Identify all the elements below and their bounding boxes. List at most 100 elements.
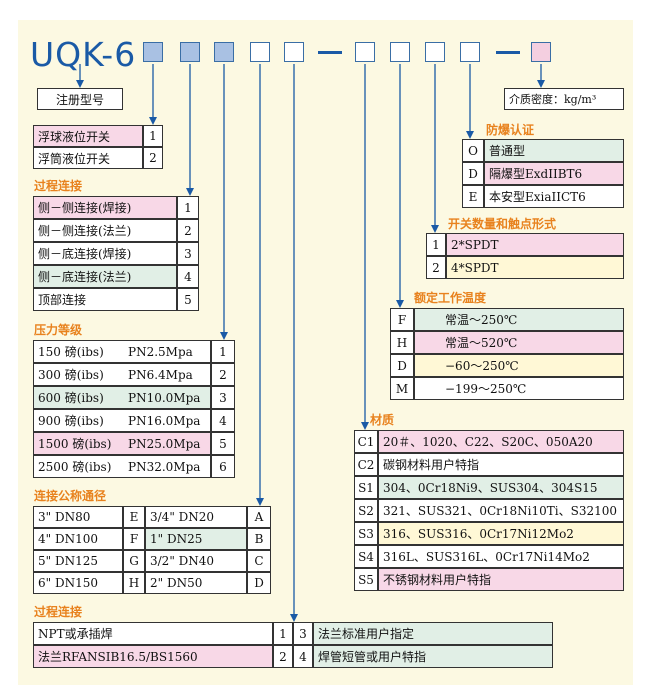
pressure-pn: PN25.0Mpa xyxy=(128,436,201,451)
material-code: S1 xyxy=(354,476,378,499)
material-code: S5 xyxy=(354,568,378,591)
process-connection-code: 1 xyxy=(177,196,199,219)
pressure-lb: 900 磅(ibs) xyxy=(38,414,104,428)
process-connection-code: 5 xyxy=(177,288,199,311)
nominal-code: D xyxy=(247,572,271,594)
pressure-lb: 2500 磅(ibs) xyxy=(38,460,112,474)
end-connection-code: 4 xyxy=(293,645,313,668)
end-connection-code: 2 xyxy=(273,645,293,668)
registered-model-label: 注册型号 xyxy=(37,88,123,110)
pressure-lb: 150 磅(ibs) xyxy=(38,345,104,359)
material-row: 321、SUS321、0Cr18Ni10Ti、S32100 xyxy=(378,499,624,522)
pressure-lb: 300 磅(ibs) xyxy=(38,368,104,382)
material-row: 20＃、1020、C22、S20C、050A20 xyxy=(378,430,624,453)
pressure-pn: PN2.5Mpa xyxy=(128,344,193,359)
temperature-code: D xyxy=(390,354,414,377)
code-box-9 xyxy=(460,42,480,62)
pressure-row: 900 磅(ibs) PN16.0Mpa xyxy=(33,409,211,432)
process-connection-title: 过程连接 xyxy=(34,179,83,193)
switch-type-row: 浮球液位开关 xyxy=(33,125,143,147)
end-connection: NPT或承插焊 xyxy=(33,622,273,645)
switch-contacts-title: 开关数量和触点形式 xyxy=(448,217,557,231)
code-box-8 xyxy=(425,42,445,62)
temperature-row: −60～250℃ xyxy=(414,354,624,377)
pressure-code: 4 xyxy=(211,409,235,432)
switch-contacts-code: 2 xyxy=(426,256,446,279)
process-connection-row: 顶部连接 xyxy=(33,288,177,311)
pressure-row: 600 磅(ibs) PN10.0Mpa xyxy=(33,386,211,409)
end-connection: 焊管短管或用户特指 xyxy=(313,645,553,668)
process-connection-code: 4 xyxy=(177,265,199,288)
pressure-pn: PN10.0Mpa xyxy=(128,390,201,405)
process-connection-row: 侧－侧连接(法兰) xyxy=(33,219,177,242)
temperature-code: M xyxy=(390,377,414,400)
nominal-size: 4" DN100 xyxy=(33,528,123,550)
explosion-code: D xyxy=(462,162,484,185)
end-connection-code: 3 xyxy=(293,622,313,645)
nominal-size: 5" DN125 xyxy=(33,550,123,572)
model-prefix: UQK-6 xyxy=(30,35,137,74)
material-code: S4 xyxy=(354,545,378,568)
nominal-size: 2" DN50 xyxy=(145,572,247,594)
material-row: 316L、SUS316L、0Cr17Ni14Mo2 xyxy=(378,545,624,568)
nominal-size: 3" DN80 xyxy=(33,506,123,528)
code-box-10 xyxy=(531,42,551,62)
process-connection-row: 侧－底连接(法兰) xyxy=(33,265,177,288)
end-connection: 法兰标准用户指定 xyxy=(313,622,553,645)
code-box-7 xyxy=(390,42,410,62)
process-connection-2-title: 过程连接 xyxy=(34,605,83,619)
nominal-size: 6" DN150 xyxy=(33,572,123,594)
pressure-lb: 1500 磅(ibs) xyxy=(38,437,112,451)
nominal-code: H xyxy=(123,572,145,594)
code-dash xyxy=(318,51,342,54)
explosion-row: 本安型ExiaIICT6 xyxy=(484,185,624,208)
process-connection-code: 3 xyxy=(177,242,199,265)
pressure-code: 3 xyxy=(211,386,235,409)
explosion-row: 普通型 xyxy=(484,139,624,162)
nominal-code: C xyxy=(247,550,271,572)
process-connection-code: 2 xyxy=(177,219,199,242)
nominal-code: F xyxy=(123,528,145,550)
material-code: C2 xyxy=(354,453,378,476)
temperature-code: F xyxy=(390,308,414,331)
pressure-title: 压力等级 xyxy=(34,323,83,337)
density-label: 介质密度：kg/m³ xyxy=(504,88,624,110)
material-row: 碳钢材料用户特指 xyxy=(378,453,624,476)
nominal-size: 3/2" DN40 xyxy=(145,550,247,572)
code-dash-2 xyxy=(496,51,520,54)
material-row: 304、0Cr18Ni9、SUS304、304S15 xyxy=(378,476,624,499)
pressure-lb: 600 磅(ibs) xyxy=(38,391,104,405)
code-box-3 xyxy=(214,42,234,62)
temperature-row: 常温～520℃ xyxy=(414,331,624,354)
end-connection-code: 1 xyxy=(273,622,293,645)
pressure-row: 2500 磅(ibs)PN32.0Mpa xyxy=(33,455,211,478)
explosion-code: E xyxy=(462,185,484,208)
code-box-1 xyxy=(143,42,163,62)
code-box-6 xyxy=(355,42,375,62)
material-row: 316、SUS316、0Cr17Ni12Mo2 xyxy=(378,522,624,545)
nominal-code: A xyxy=(247,506,271,528)
nominal-code: E xyxy=(123,506,145,528)
material-title: 材质 xyxy=(370,413,395,427)
switch-type-code: 1 xyxy=(143,125,163,147)
nominal-code: G xyxy=(123,550,145,572)
explosion-title: 防爆认证 xyxy=(486,123,535,137)
process-connection-row: 侧－底连接(焊接) xyxy=(33,242,177,265)
code-box-2 xyxy=(180,42,200,62)
pressure-row: 150 磅(ibs) PN2.5Mpa xyxy=(33,340,211,363)
nominal-title: 连接公称通径 xyxy=(34,489,107,503)
material-code: S2 xyxy=(354,499,378,522)
explosion-code: O xyxy=(462,139,484,162)
temperature-row: 常温～250℃ xyxy=(414,308,624,331)
pressure-row: 1500 磅(ibs) PN25.0Mpa xyxy=(33,432,211,455)
switch-contacts-row: 2*SPDT xyxy=(446,233,624,256)
pressure-code: 2 xyxy=(211,363,235,386)
code-box-5 xyxy=(284,42,304,62)
material-row: 不锈钢材料用户特指 xyxy=(378,568,624,591)
pressure-pn: PN16.0Mpa xyxy=(128,413,201,428)
pressure-row: 300 磅(ibs)PN6.4Mpa xyxy=(33,363,211,386)
nominal-size: 1" DN25 xyxy=(145,528,247,550)
material-code: S3 xyxy=(354,522,378,545)
